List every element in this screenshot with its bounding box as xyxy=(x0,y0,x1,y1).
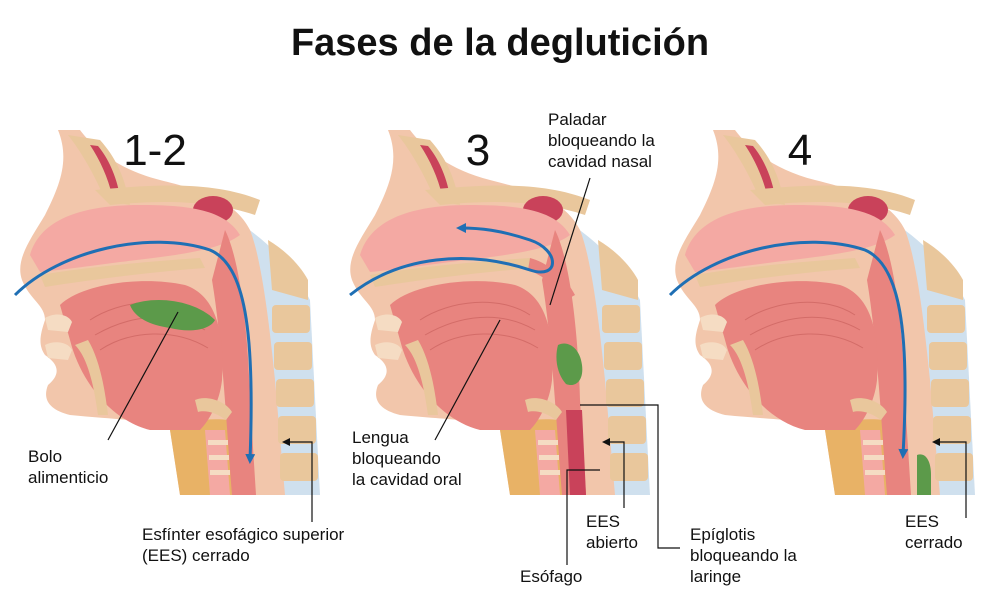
lengua-label-line1: Lengua xyxy=(352,428,409,447)
bolus-path-arrow xyxy=(668,240,909,459)
bolus-shape xyxy=(917,454,931,495)
paladar-label-line2: bloqueando la xyxy=(548,131,655,150)
paladar-label-line1: Paladar xyxy=(548,110,607,129)
esofago-leader-line xyxy=(566,469,600,565)
ees-abierto-arrowhead xyxy=(602,438,610,446)
bolus-path-arrow xyxy=(13,240,256,464)
ees-cerrado-4-arrowhead xyxy=(932,438,940,446)
stage-number-4: 4 xyxy=(788,126,812,175)
ees-cerrado-4-leader-line xyxy=(935,441,967,518)
ees-abierto-leader-line xyxy=(605,441,625,508)
stage-4-illustration xyxy=(668,129,976,496)
epiglotis-label-line1: Epíglotis xyxy=(690,525,755,544)
ees-abierto-label-line1: EES xyxy=(586,512,620,531)
ees-cerrado-1-label-line1: Esfínter esofágico superior xyxy=(142,525,345,544)
bolus-shape xyxy=(556,343,583,386)
ees-cerrado-4-label-line1: EES xyxy=(905,512,939,531)
epiglotis-label-line3: laringe xyxy=(690,567,741,586)
bolus-shape xyxy=(130,300,215,331)
ees-cerrado-1-leader-line xyxy=(285,441,313,522)
stage-3-illustration xyxy=(349,129,651,496)
epiglotis-leader-line xyxy=(580,404,680,549)
lengua-label-line2: bloqueando xyxy=(352,449,441,468)
esofago-label: Esófago xyxy=(520,567,582,586)
paladar-leader-line xyxy=(549,177,591,306)
bolo-leader-line xyxy=(107,311,179,441)
bolo-label-line1: Bolo xyxy=(28,447,62,466)
diagram-title: Fases de la deglutición xyxy=(290,22,710,64)
ees-cerrado-1-label-line2: (EES) cerrado xyxy=(142,546,250,565)
stage-1-2-illustration xyxy=(13,129,321,496)
epiglotis-label-line2: bloqueando la xyxy=(690,546,797,565)
stage-number-3: 3 xyxy=(466,126,490,175)
lengua-leader-line xyxy=(434,319,501,441)
ees-cerrado-4-label-line2: cerrado xyxy=(905,533,963,552)
ees-cerrado-1-arrowhead xyxy=(282,438,290,446)
ees-abierto-label-line2: abierto xyxy=(586,533,638,552)
bolo-label-line2: alimenticio xyxy=(28,468,108,487)
nasal-arrow xyxy=(349,223,554,297)
paladar-label-line3: cavidad nasal xyxy=(548,152,652,171)
lengua-label-line3: la cavidad oral xyxy=(352,470,462,489)
stage-number-1-2: 1-2 xyxy=(123,126,187,175)
